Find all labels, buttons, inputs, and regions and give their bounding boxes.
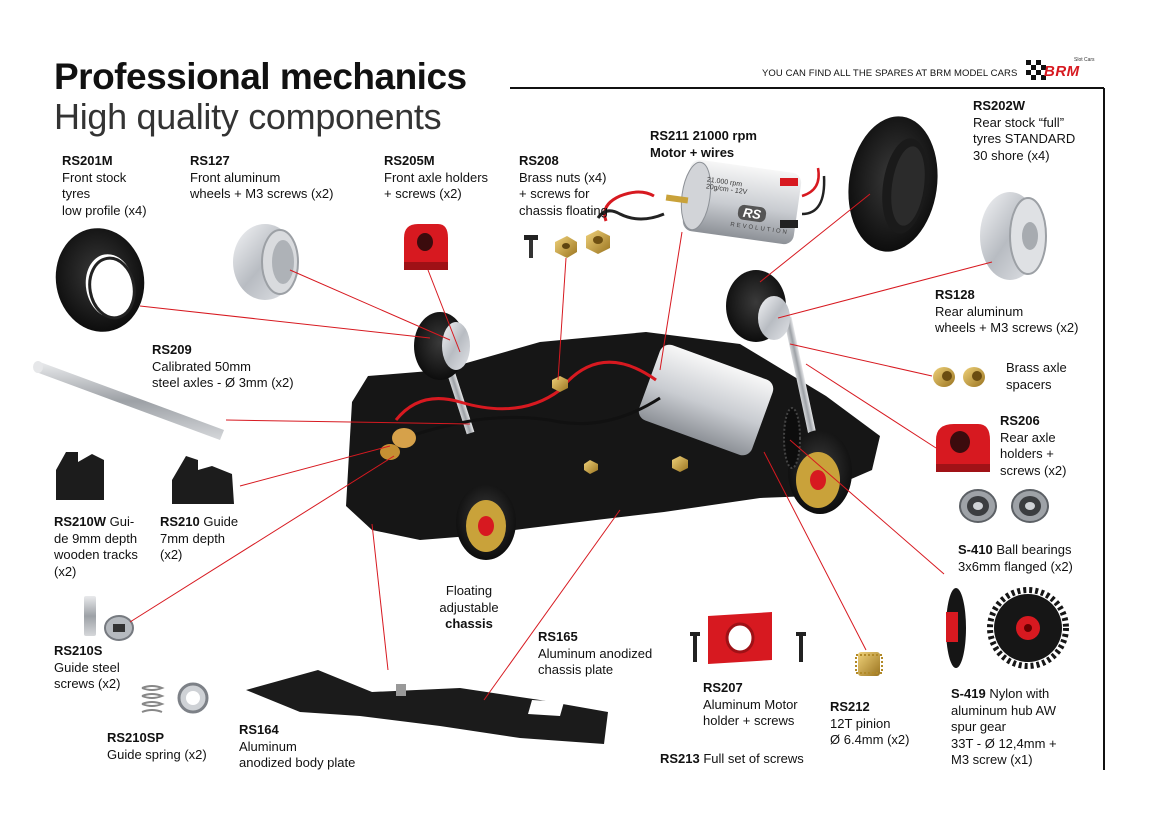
label-rs211: RS211 21000 rpm Motor + wires [650, 128, 757, 160]
checkered-flag-icon [1026, 60, 1046, 80]
spur-gear-image [946, 587, 1069, 669]
leader-lines [129, 193, 993, 701]
motor-holder-image [690, 612, 806, 664]
steel-axle-image [33, 361, 224, 440]
page-title: Professional mechanics [54, 56, 467, 97]
label-rs210: RS210 Guide 7mm depth(x2) [160, 514, 239, 562]
brand-logo: Slot Cars BRM [1026, 57, 1108, 82]
ball-bearings-image [959, 489, 1049, 523]
guide-spring-image [141, 682, 209, 714]
page-subtitle: High quality components [54, 96, 442, 137]
rear-axle-holder-image [936, 424, 990, 472]
label-rs210sp: RS210SP Guide spring (x2) [107, 730, 207, 762]
brand-tag: Slot Cars [1074, 57, 1095, 63]
guide-screws-image [84, 596, 134, 641]
brass-nuts-image [524, 230, 610, 258]
front-wheel-image [233, 224, 299, 300]
rear-wheel-image [980, 192, 1047, 280]
main-chassis-image [346, 270, 880, 560]
front-tyre-image [55, 228, 145, 332]
label-rs205m: RS205M Front axle holders+ screws (x2) [384, 153, 489, 201]
brand-name: BRM [1044, 63, 1080, 80]
pinion-image [855, 652, 883, 676]
spares-note: YOU CAN FIND ALL THE SPARES AT BRM MODEL… [762, 68, 1018, 79]
rear-tyre-image [848, 116, 938, 252]
label-rs213: RS213 Full set of screws [660, 751, 804, 766]
label-s410: S-410 Ball bearings 3x6mm flanged (x2) [958, 542, 1073, 574]
brass-spacers-image [933, 367, 985, 387]
motor-image [596, 159, 826, 245]
front-axle-holder-image [404, 224, 448, 270]
body-plate-image [246, 670, 608, 744]
guide-wooden-image [56, 452, 104, 500]
guide-7mm-image [172, 456, 234, 504]
